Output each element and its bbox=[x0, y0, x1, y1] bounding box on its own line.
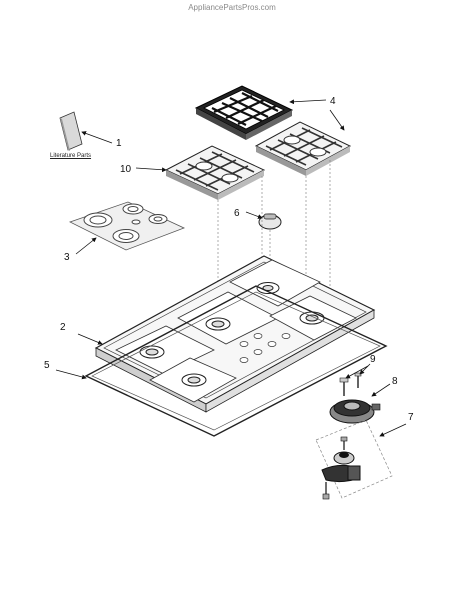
literature-parts-label: Literature Parts bbox=[50, 153, 92, 159]
callout-3: 3 bbox=[64, 252, 70, 263]
leader-4a bbox=[289, 99, 327, 105]
burner bbox=[181, 373, 207, 387]
burner-base-assembly[interactable] bbox=[329, 399, 381, 424]
leader-6 bbox=[245, 211, 263, 219]
callout-9: 9 bbox=[370, 354, 376, 365]
leader-9b bbox=[345, 365, 369, 379]
leader-2 bbox=[77, 333, 103, 345]
leader-9a bbox=[359, 363, 371, 375]
callout-7: 7 bbox=[408, 412, 414, 423]
leader-1 bbox=[81, 131, 113, 144]
leader-3 bbox=[75, 237, 97, 255]
callout-10: 10 bbox=[120, 164, 132, 175]
control-knob[interactable] bbox=[258, 213, 282, 230]
cooktop-seal[interactable] bbox=[84, 285, 388, 437]
valve-igniter-assembly[interactable] bbox=[315, 419, 393, 500]
cooktop-main-top[interactable] bbox=[94, 255, 376, 413]
burner bbox=[205, 317, 231, 331]
callout-4: 4 bbox=[330, 96, 336, 107]
burner bbox=[256, 282, 280, 294]
callout-8: 8 bbox=[392, 376, 398, 387]
callout-2: 2 bbox=[60, 322, 66, 333]
callout-1: 1 bbox=[116, 138, 122, 149]
grate-dark[interactable] bbox=[194, 85, 294, 140]
burner-cap-set[interactable] bbox=[68, 201, 186, 251]
burner bbox=[299, 311, 325, 325]
knob-positions bbox=[239, 333, 291, 363]
leader-5 bbox=[55, 369, 87, 380]
callout-5: 5 bbox=[44, 360, 50, 371]
burner bbox=[139, 345, 165, 359]
grate-right[interactable] bbox=[254, 121, 352, 176]
callout-6: 6 bbox=[234, 208, 240, 219]
leader-4b bbox=[329, 109, 345, 131]
mounting-screws[interactable] bbox=[339, 372, 362, 396]
grate-left[interactable] bbox=[164, 145, 266, 200]
leader-10 bbox=[135, 167, 167, 173]
literature-parts[interactable] bbox=[59, 111, 83, 151]
watermark: AppliancePartsPros.com bbox=[188, 3, 276, 12]
leader-8 bbox=[371, 383, 391, 397]
leader-7 bbox=[379, 423, 407, 437]
